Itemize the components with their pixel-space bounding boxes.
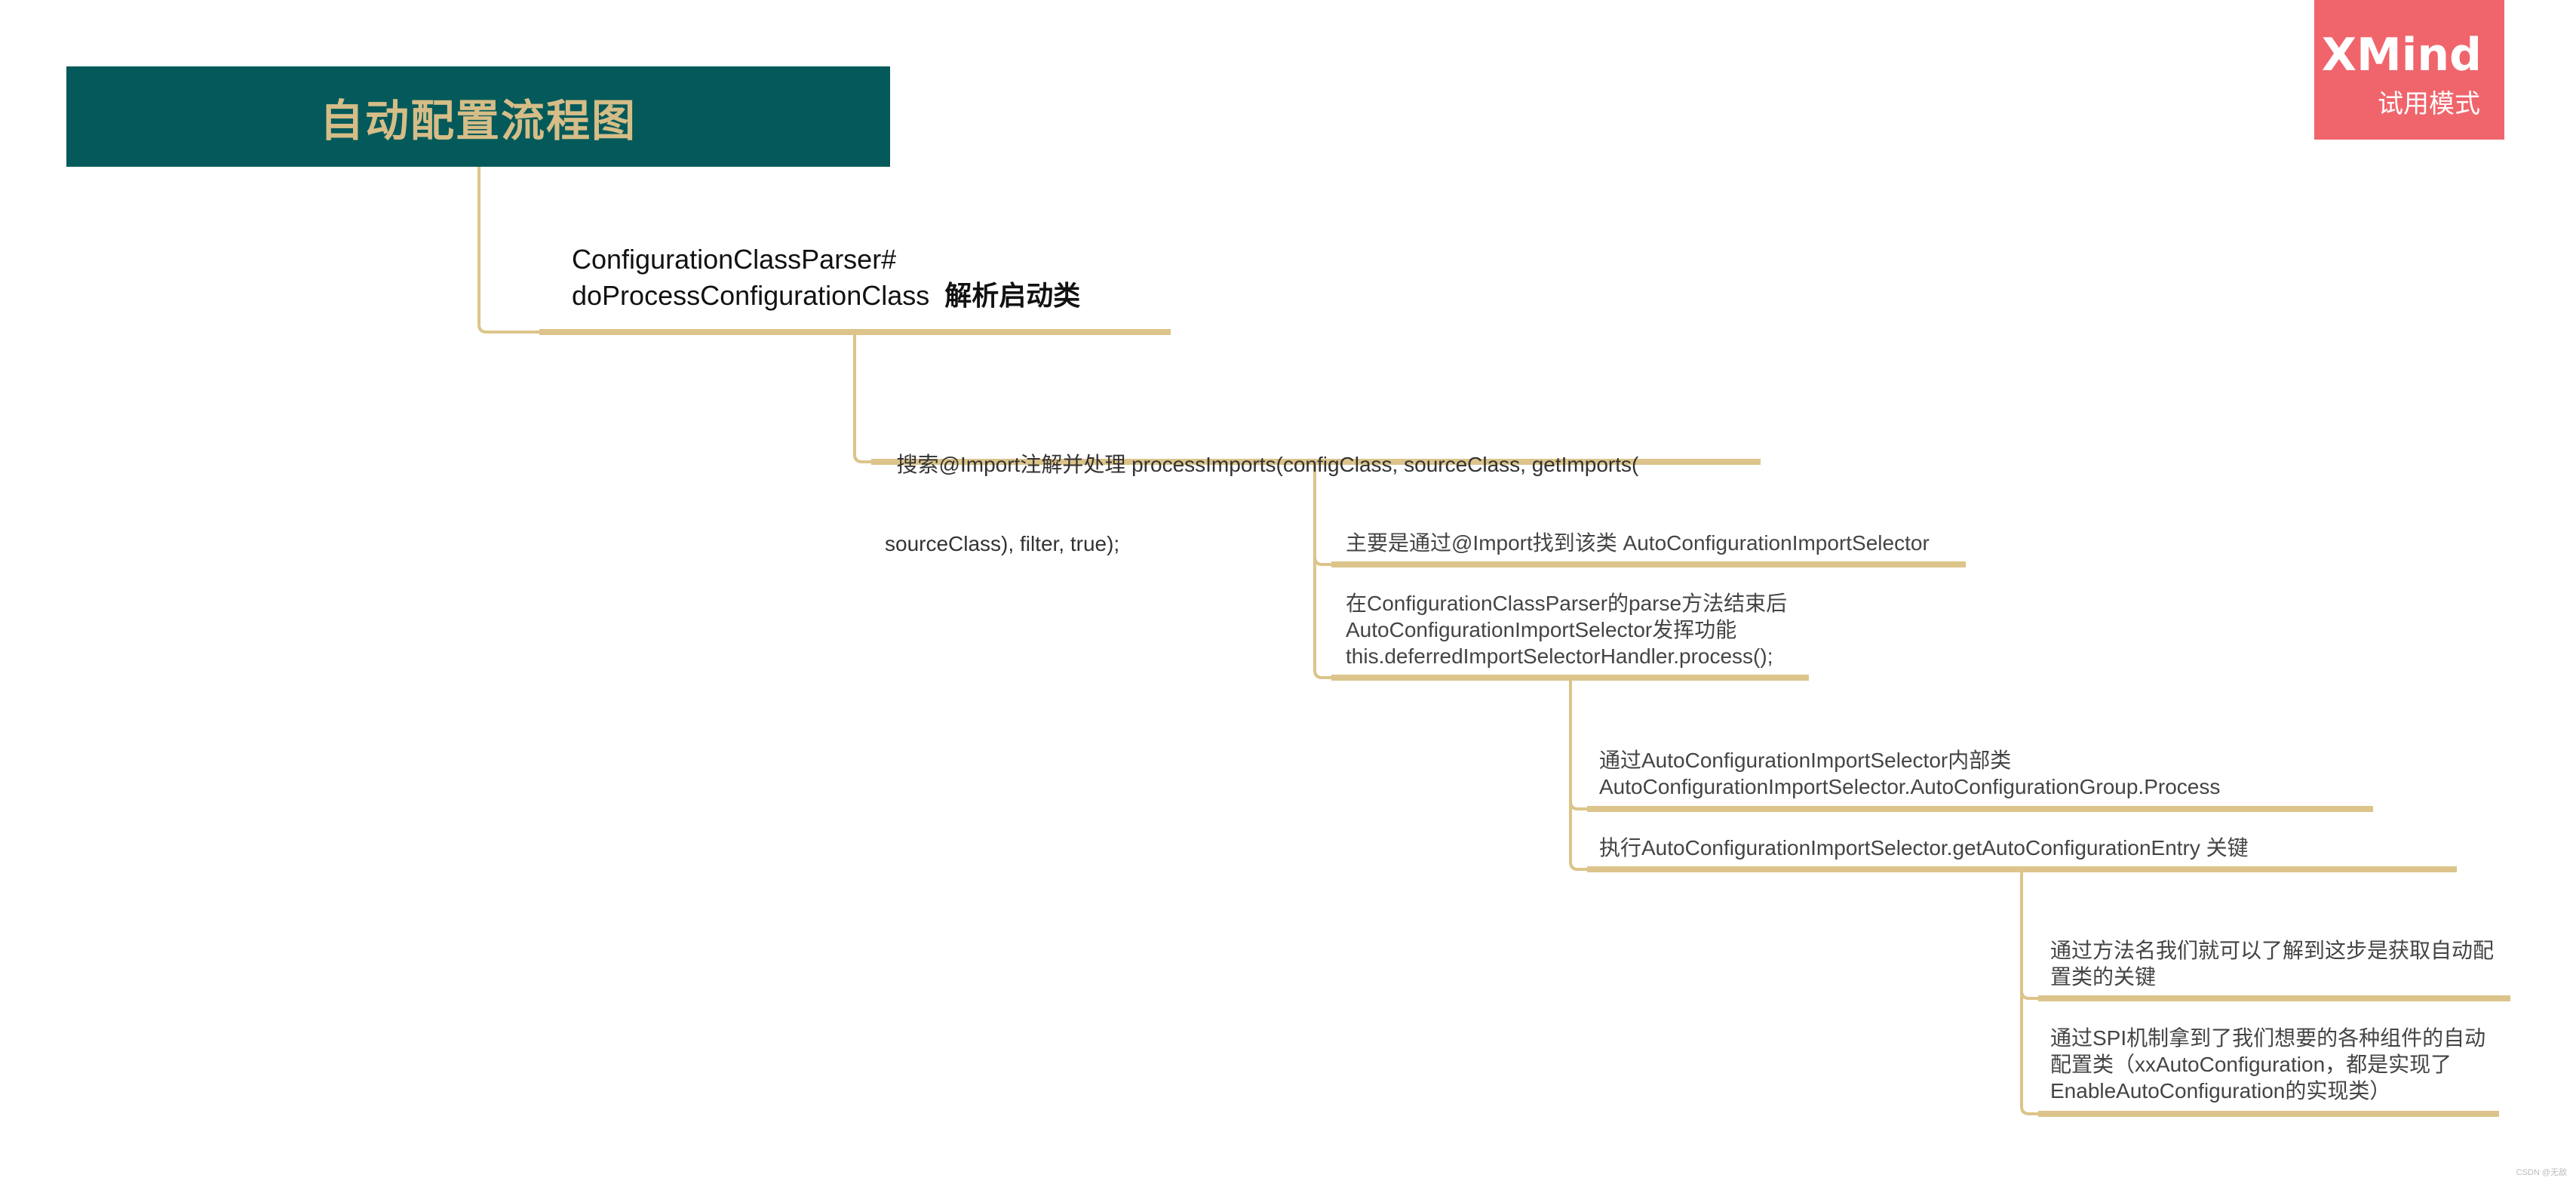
connector-n6-to-n8 bbox=[2020, 989, 2040, 1115]
connector-n6-to-n7 bbox=[2020, 868, 2040, 1000]
topic-line: 在ConfigurationClassParser的parse方法结束后 bbox=[1346, 592, 1788, 615]
topic-line: 主要是通过@Import找到该类 AutoConfigurationImport… bbox=[1346, 531, 1930, 555]
xmind-trial-badge: XMind 试用模式 bbox=[2314, 0, 2504, 140]
topic-line: AutoConfigurationImportSelector.AutoConf… bbox=[1599, 775, 2221, 798]
topic-line: AutoConfigurationImportSelector发挥功能 bbox=[1346, 618, 1737, 641]
topic-method-name-key[interactable]: 通过方法名我们就可以了解到这步是获取自动配 置类的关键 bbox=[2050, 937, 2494, 990]
root-title: 自动配置流程图 bbox=[319, 96, 637, 146]
watermark-mode: 试用模式 bbox=[2378, 90, 2480, 118]
topic-line: 搜索@Import注解并处理 processImports(configClas… bbox=[885, 453, 1639, 476]
topic-parse-startup-class[interactable]: ConfigurationClassParser# doProcessConfi… bbox=[572, 241, 1080, 314]
topic-line: sourceClass), filter, true); bbox=[885, 532, 1120, 555]
topic-line: 通过方法名我们就可以了解到这步是获取自动配 bbox=[2050, 939, 2495, 962]
topic-line: 通过AutoConfigurationImportSelector内部类 bbox=[1599, 749, 2012, 772]
topic-find-selector[interactable]: 主要是通过@Import找到该类 AutoConfigurationImport… bbox=[1346, 530, 1930, 556]
connector-n4-to-n5 bbox=[1569, 676, 1589, 810]
footer-credit: CSDN @无敌 bbox=[2516, 1168, 2567, 1177]
topic-line: this.deferredImportSelectorHandler.proce… bbox=[1346, 644, 1773, 668]
topic-line: 配置类（xxAutoConfiguration，都是实现了 bbox=[2050, 1053, 2452, 1076]
connector-n1-to-n2 bbox=[853, 331, 873, 463]
topic-line: 执行AutoConfigurationImportSelector.getAut… bbox=[1599, 836, 2249, 860]
topic-line: doProcessConfigurationClass bbox=[572, 279, 930, 311]
topic-process-imports[interactable]: 搜索@Import注解并处理 processImports(configClas… bbox=[885, 398, 1638, 583]
connector-root-to-n1 bbox=[477, 165, 541, 334]
watermark-brand: XMind bbox=[2321, 29, 2482, 81]
topic-get-auto-config-entry[interactable]: 执行AutoConfigurationImportSelector.getAut… bbox=[1599, 835, 2249, 861]
connector-n4-to-n6 bbox=[1569, 800, 1589, 871]
topic-line: EnableAutoConfiguration的实现类） bbox=[2050, 1079, 2391, 1103]
topic-line: 置类的关键 bbox=[2050, 965, 2157, 989]
root-topic[interactable]: 自动配置流程图 bbox=[66, 66, 890, 167]
topic-line: 通过SPI机制拿到了我们想要的各种组件的自动 bbox=[2050, 1026, 2486, 1050]
topic-line: ConfigurationClassParser# bbox=[572, 244, 897, 275]
topic-keyword: 解析启动类 bbox=[944, 279, 1081, 311]
topic-inner-class-process[interactable]: 通过AutoConfigurationImportSelector内部类 Aut… bbox=[1599, 747, 2220, 800]
topic-selector-after-parse[interactable]: 在ConfigurationClassParser的parse方法结束后 Aut… bbox=[1346, 590, 1787, 669]
connector-n2-to-n4 bbox=[1313, 555, 1333, 679]
topic-spi-mechanism[interactable]: 通过SPI机制拿到了我们想要的各种组件的自动 配置类（xxAutoConfigu… bbox=[2050, 1025, 2485, 1104]
